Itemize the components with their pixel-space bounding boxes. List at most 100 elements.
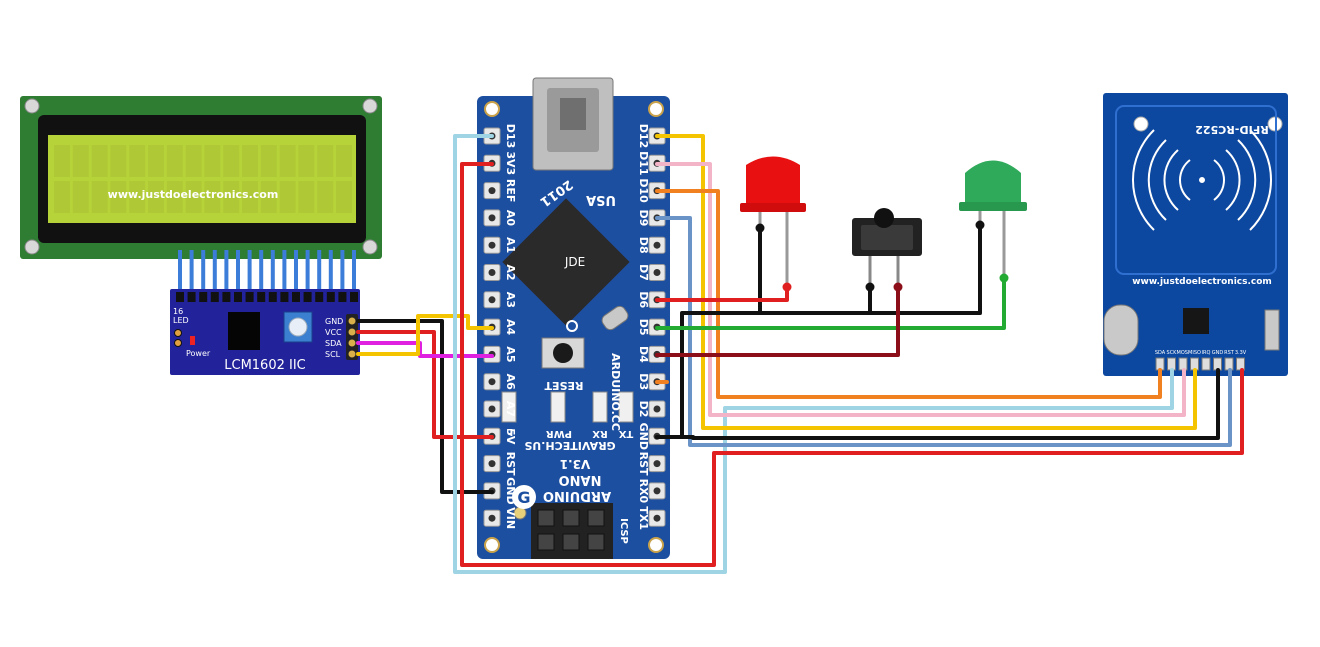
website-label: ARDUINO.CC xyxy=(609,353,622,431)
red-led xyxy=(740,156,806,300)
i2c-chip xyxy=(228,312,260,350)
icsp-pin xyxy=(537,509,555,527)
mount-hole-icon xyxy=(24,239,40,255)
nano-left-pin-label: A3 xyxy=(504,292,517,308)
rfid-pin xyxy=(1224,357,1234,371)
wire-3v3 xyxy=(460,162,1244,567)
reset-button[interactable] xyxy=(553,343,573,363)
wire-junction xyxy=(975,220,985,230)
wire-group xyxy=(356,134,1244,574)
lcd-cell xyxy=(204,145,221,177)
icsp-pin xyxy=(537,533,555,551)
wire-d9-rst xyxy=(655,216,1232,447)
lcd-cell xyxy=(166,181,183,213)
nano-left-pin-label: REF xyxy=(504,179,517,203)
lcd-cell xyxy=(91,181,108,213)
lcd-char-grid xyxy=(54,145,352,213)
nano-left-pin-label: A2 xyxy=(504,264,517,280)
rfid-pin-label: SDA xyxy=(1155,350,1166,356)
icsp-pin xyxy=(587,533,605,551)
lcd-cell xyxy=(298,145,315,177)
rfid-pin-label: 3.3V xyxy=(1235,350,1247,356)
nano-right-pin-label: GND xyxy=(637,423,650,450)
lcd-cell xyxy=(110,145,127,177)
wire-junction xyxy=(755,223,765,233)
wire-junction xyxy=(782,282,792,292)
led-l-label: L xyxy=(506,426,513,437)
wire-d13-sck xyxy=(453,134,1174,574)
nano-right-pin-label: D12 xyxy=(637,124,650,148)
backpack-pin xyxy=(303,292,312,302)
nano-right-pin-label: D4 xyxy=(637,346,650,363)
wire-lcd-scl xyxy=(356,314,494,356)
backpack-pin xyxy=(268,292,277,302)
backpack-pin xyxy=(280,292,289,302)
lcd-cell xyxy=(317,181,334,213)
wire-junction xyxy=(999,273,1009,283)
nano-right-pin-label: D7 xyxy=(637,264,650,281)
rfid-pin-label: MOSI xyxy=(1177,350,1190,356)
lcd-pin-vcc: VCC xyxy=(325,328,342,337)
lcd-cell xyxy=(242,181,258,213)
lcd-display: www.justdoelectronics.com xyxy=(20,96,382,295)
lcd-cell xyxy=(279,181,296,213)
chip-label: JDE xyxy=(564,255,585,269)
nano-left-pin-label: 5V xyxy=(504,428,517,445)
reset-label: RESET xyxy=(544,379,583,392)
rfid-pin xyxy=(1178,357,1188,371)
nano-left-pin-label: 3V3 xyxy=(504,151,517,175)
lcd-watermark: www.justdoelectronics.com xyxy=(108,188,279,201)
usa-label: USA xyxy=(586,192,616,207)
nano-right-pin-label: TX1 xyxy=(637,506,650,530)
wire-junction xyxy=(893,282,903,292)
nano-left-pin-label: A6 xyxy=(504,374,517,391)
nano-right-pin-label: D8 xyxy=(637,237,650,254)
crystal-icon xyxy=(1103,304,1139,356)
mount-hole-icon xyxy=(362,98,378,114)
nano-right-pin-label: D5 xyxy=(637,319,650,336)
lcd-pin-gnd: GND xyxy=(325,317,343,326)
wire-d12-miso xyxy=(655,134,1197,430)
nano-left-pin-label: A7 xyxy=(504,401,517,417)
lcd-cell xyxy=(72,145,89,177)
nano-right-pin-label: D9 xyxy=(637,210,650,227)
lcd-cell xyxy=(242,145,258,177)
nano-left-pin-label: D13 xyxy=(504,124,517,148)
module-label: LCM1602 IIC xyxy=(224,358,306,373)
nano-left-pin-label: A0 xyxy=(504,210,517,227)
backpack-pin xyxy=(245,292,254,302)
icsp-pin xyxy=(562,509,580,527)
backpack-pin xyxy=(257,292,266,302)
version-label: V3.1 xyxy=(560,457,591,471)
backpack-pin xyxy=(234,292,242,302)
backpack-pin xyxy=(199,292,208,302)
rfid-wave-icon xyxy=(1131,129,1273,231)
lcd-cell xyxy=(317,145,334,177)
lcd-cell xyxy=(336,145,352,177)
lcd-cell xyxy=(129,145,146,177)
wire-d10-sda xyxy=(655,189,1162,399)
lcd-cell xyxy=(298,181,315,213)
lcd-cell xyxy=(72,181,89,213)
wire-d4-button xyxy=(655,285,900,357)
button-cap-icon xyxy=(874,208,894,228)
lcd-cell xyxy=(148,181,164,213)
lcd-header-pins xyxy=(178,250,356,295)
backpack-pin xyxy=(350,292,358,302)
mount-hole-icon xyxy=(24,98,40,114)
nano-right-pin-label: D10 xyxy=(637,178,650,203)
led-label: LED xyxy=(173,316,189,325)
nano-left-pin-label: GND xyxy=(504,477,517,504)
nano-label: NANO xyxy=(559,472,602,487)
lcd-cell xyxy=(260,145,277,177)
lcd-cell xyxy=(185,145,202,177)
led-pwr-label: PWR xyxy=(546,428,572,439)
backpack-pin xyxy=(187,292,196,302)
wire-junction xyxy=(865,282,875,292)
rfid-pin-label: RST xyxy=(1224,350,1235,356)
green-led xyxy=(959,160,1027,315)
led-rx-label: RX xyxy=(592,428,608,439)
nano-right-pin-label: D11 xyxy=(637,151,650,175)
lcd-cell xyxy=(110,181,127,213)
